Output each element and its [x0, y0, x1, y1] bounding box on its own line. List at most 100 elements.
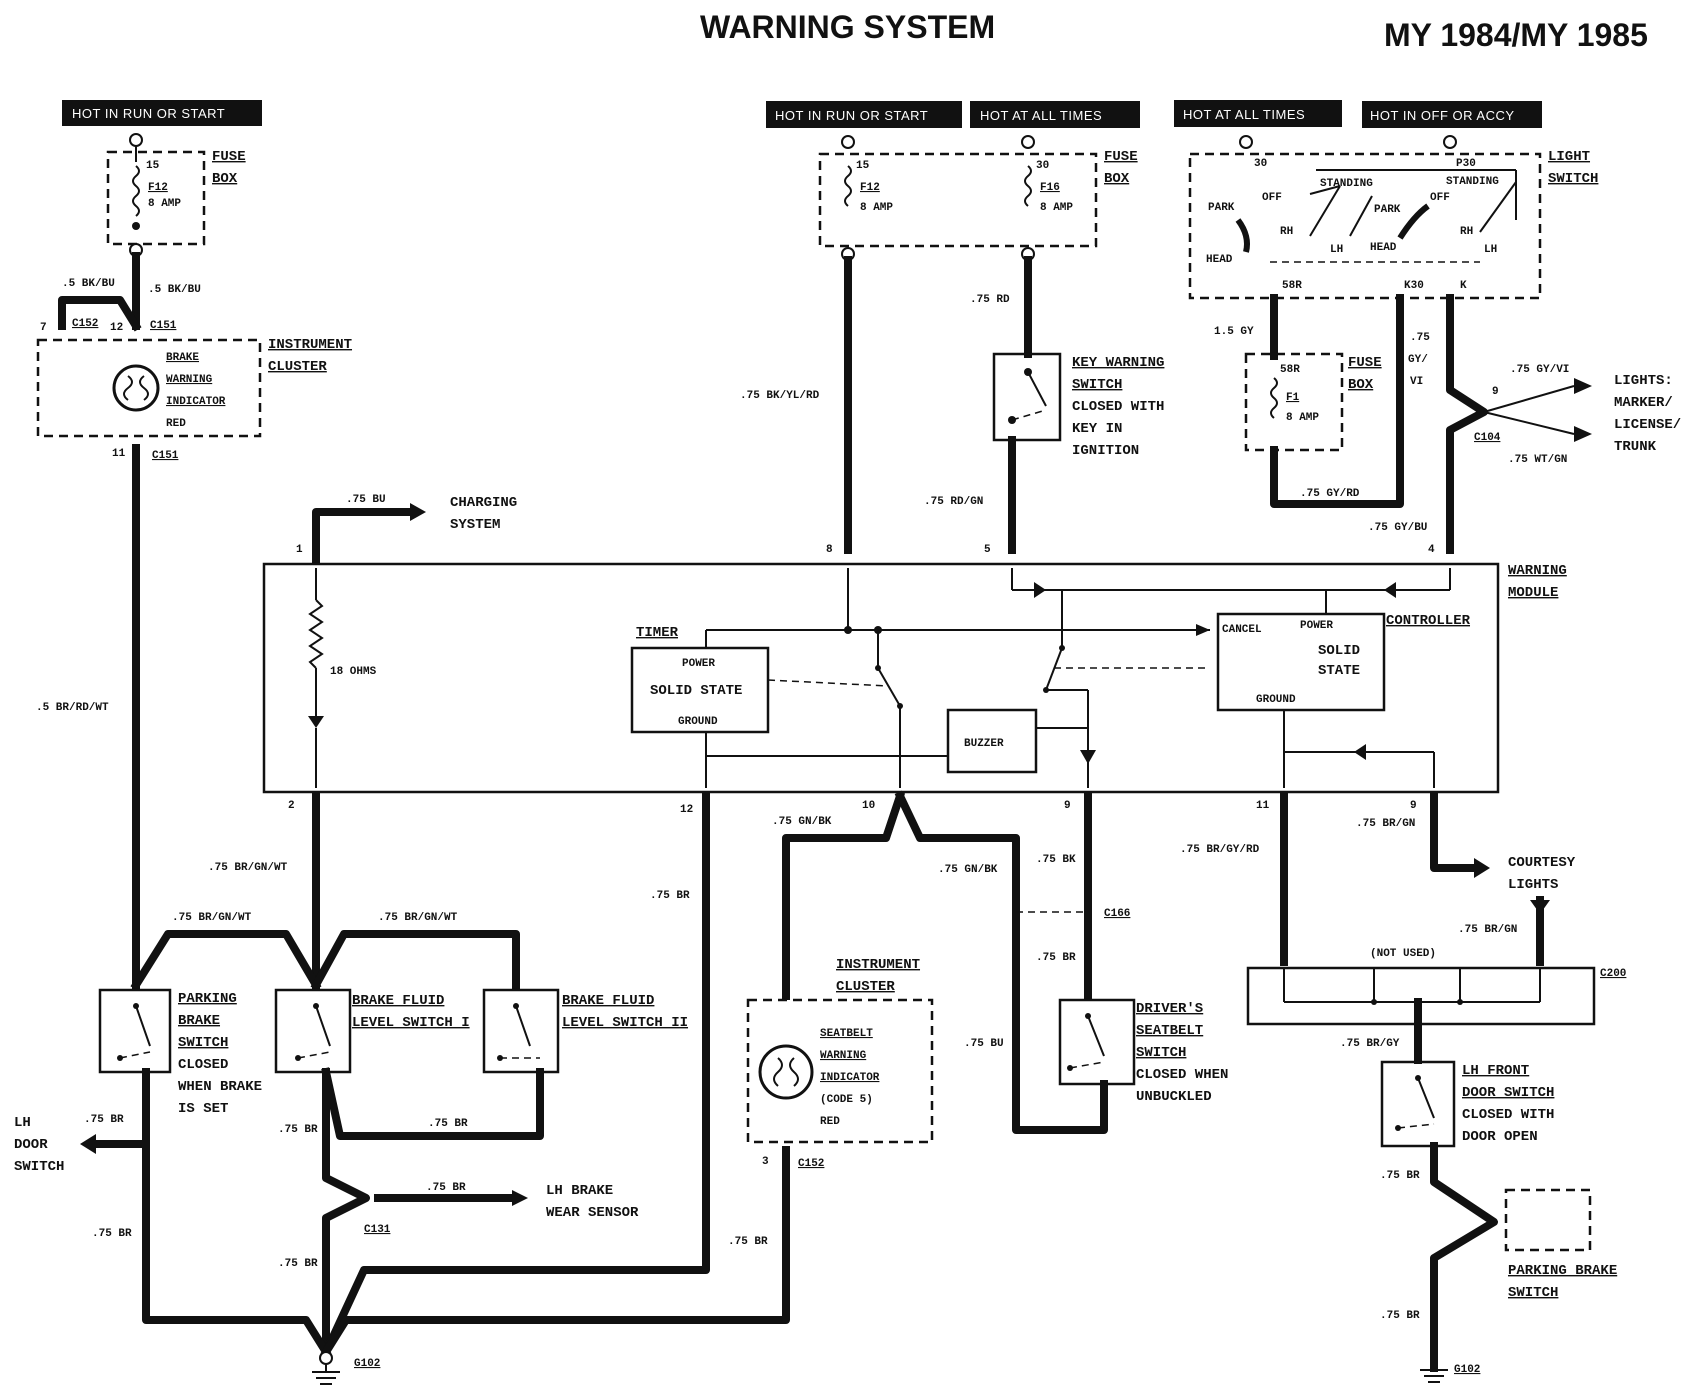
svg-text:CLUSTER: CLUSTER — [268, 359, 327, 375]
svg-text:CLOSED: CLOSED — [178, 1057, 228, 1073]
svg-text:LH: LH — [1330, 244, 1343, 256]
fuse-box-left: 15 F12 8 AMP FUSE BOX — [106, 133, 246, 257]
svg-text:C104: C104 — [1474, 432, 1501, 444]
svg-text:WEAR SENSOR: WEAR SENSOR — [546, 1205, 639, 1221]
svg-text:SWITCH: SWITCH — [178, 1035, 228, 1051]
svg-text:(NOT USED): (NOT USED) — [1370, 948, 1436, 960]
svg-text:VI: VI — [1410, 376, 1423, 388]
svg-text:8: 8 — [826, 544, 833, 556]
svg-text:MARKER/: MARKER/ — [1614, 395, 1673, 411]
svg-text:RH: RH — [1460, 226, 1473, 238]
svg-text:C151: C151 — [150, 320, 177, 332]
svg-text:58R: 58R — [1280, 364, 1300, 376]
svg-text:7: 7 — [40, 322, 47, 334]
svg-text:.75 BU: .75 BU — [346, 494, 386, 506]
svg-text:C131: C131 — [364, 1224, 391, 1236]
svg-text:OFF: OFF — [1430, 192, 1450, 204]
svg-text:.75 BR: .75 BR — [278, 1124, 318, 1136]
wire-br-parking — [142, 1068, 332, 1358]
brake-fluid-level-switch-2: BRAKE FLUID LEVEL SWITCH II — [482, 988, 688, 1074]
svg-text:KEY WARNING: KEY WARNING — [1072, 355, 1164, 371]
svg-text:BRAKE FLUID: BRAKE FLUID — [352, 993, 444, 1009]
svg-text:SWITCH: SWITCH — [14, 1159, 64, 1175]
svg-text:BRAKE FLUID: BRAKE FLUID — [562, 993, 654, 1009]
svg-text:.75 BR: .75 BR — [1380, 1310, 1420, 1322]
instrument-cluster-top: BRAKE WARNING INDICATOR RED INSTRUMENT C… — [36, 337, 352, 438]
svg-text:.75 GY/BU: .75 GY/BU — [1368, 522, 1427, 534]
fuse-box-right: 58R F1 8 AMP FUSE BOX — [1244, 352, 1382, 452]
svg-text:LIGHTS: LIGHTS — [1508, 877, 1558, 893]
svg-text:PARKING: PARKING — [178, 991, 237, 1007]
svg-text:SWITCH: SWITCH — [1136, 1045, 1186, 1061]
svg-text:.75 BR/GN/WT: .75 BR/GN/WT — [172, 912, 252, 924]
svg-text:HEAD: HEAD — [1370, 242, 1397, 254]
svg-text:BUZZER: BUZZER — [964, 738, 1004, 750]
svg-text:G102: G102 — [354, 1358, 380, 1370]
svg-text:1.5 GY: 1.5 GY — [1214, 326, 1254, 338]
svg-text:11: 11 — [112, 448, 126, 460]
svg-text:INSTRUMENT: INSTRUMENT — [268, 337, 352, 353]
svg-text:BOX: BOX — [1104, 171, 1130, 187]
brake-fluid-level-switch-1: BRAKE FLUID LEVEL SWITCH I — [274, 988, 470, 1074]
svg-text:SEATBELT: SEATBELT — [1136, 1023, 1203, 1039]
svg-text:SWITCH: SWITCH — [1072, 377, 1122, 393]
svg-text:SWITCH: SWITCH — [1548, 171, 1598, 187]
svg-text:F16: F16 — [1040, 182, 1060, 194]
svg-text:SOLID STATE: SOLID STATE — [650, 683, 742, 699]
svg-text:.75 GY/RD: .75 GY/RD — [1300, 488, 1360, 500]
svg-text:WARNING: WARNING — [1508, 563, 1567, 579]
diagram-title: WARNING SYSTEM — [700, 9, 995, 45]
svg-text:DRIVER'S: DRIVER'S — [1136, 1001, 1203, 1017]
svg-text:CLUSTER: CLUSTER — [836, 979, 895, 995]
svg-text:INDICATOR: INDICATOR — [166, 396, 226, 408]
svg-text:9: 9 — [1410, 800, 1417, 812]
svg-text:POWER: POWER — [682, 658, 715, 670]
wire-br-lvl2 — [321, 1067, 544, 1140]
svg-text:C152: C152 — [72, 318, 98, 330]
svg-text:HOT IN OFF OR ACCY: HOT IN OFF OR ACCY — [1370, 108, 1515, 123]
svg-text:.75 BR: .75 BR — [428, 1118, 468, 1130]
svg-text:.75 RD/GN: .75 RD/GN — [924, 496, 983, 508]
parking-brake-switch-right: PARKING BRAKE SWITCH — [1504, 1188, 1617, 1301]
svg-text:.5 BK/BU: .5 BK/BU — [62, 278, 115, 290]
svg-text:INSTRUMENT: INSTRUMENT — [836, 957, 920, 973]
svg-text:.75 BR/GN/WT: .75 BR/GN/WT — [378, 912, 458, 924]
svg-text:8 AMP: 8 AMP — [1286, 412, 1319, 424]
wire-br-gn-courtesy — [1430, 792, 1482, 872]
svg-text:P30: P30 — [1456, 158, 1476, 170]
svg-text:IS SET: IS SET — [178, 1101, 228, 1117]
svg-text:HOT IN RUN OR START: HOT IN RUN OR START — [775, 108, 928, 123]
ground-g102-right: G102 — [1420, 1364, 1480, 1383]
svg-text:.75 BR/GN: .75 BR/GN — [1356, 818, 1415, 830]
svg-text:GROUND: GROUND — [678, 716, 718, 728]
svg-text:.75 GY/VI: .75 GY/VI — [1510, 364, 1569, 376]
svg-text:RH: RH — [1280, 226, 1293, 238]
svg-text:POWER: POWER — [1300, 620, 1333, 632]
svg-text:5: 5 — [984, 544, 991, 556]
wire-gy-rd — [1270, 294, 1404, 508]
svg-text:LIGHTS:: LIGHTS: — [1614, 373, 1673, 389]
svg-text:.75 WT/GN: .75 WT/GN — [1508, 454, 1567, 466]
svg-text:C166: C166 — [1104, 908, 1130, 920]
connector-c200: (NOT USED) C200 — [1246, 948, 1626, 1026]
instrument-cluster-bottom: SEATBELT WARNING INDICATOR (CODE 5) RED … — [746, 957, 934, 1144]
svg-text:LH BRAKE: LH BRAKE — [546, 1183, 613, 1199]
svg-text:.75 BR/GN: .75 BR/GN — [1458, 924, 1517, 936]
power-header-left: HOT IN RUN OR START — [62, 100, 262, 126]
svg-text:BRAKE: BRAKE — [178, 1013, 220, 1029]
svg-text:HOT AT ALL TIMES: HOT AT ALL TIMES — [980, 108, 1102, 123]
svg-text:WHEN BRAKE: WHEN BRAKE — [178, 1079, 262, 1095]
svg-text:RED: RED — [820, 1116, 840, 1128]
svg-text:LH: LH — [1484, 244, 1497, 256]
svg-text:DOOR SWITCH: DOOR SWITCH — [1462, 1085, 1554, 1101]
lh-front-door-switch: LH FRONT DOOR SWITCH CLOSED WITH DOOR OP… — [1380, 1060, 1554, 1148]
svg-text:11: 11 — [1256, 800, 1270, 812]
svg-text:9: 9 — [1064, 800, 1071, 812]
svg-text:LH FRONT: LH FRONT — [1462, 1063, 1529, 1079]
power-header-mid1: HOT IN RUN OR START — [766, 101, 962, 128]
svg-text:58R: 58R — [1282, 280, 1302, 292]
svg-text:.75 RD: .75 RD — [970, 294, 1010, 306]
svg-text:.75 BK: .75 BK — [1036, 854, 1076, 866]
model-year: MY 1984/MY 1985 — [1384, 17, 1648, 53]
svg-text:2: 2 — [288, 800, 295, 812]
